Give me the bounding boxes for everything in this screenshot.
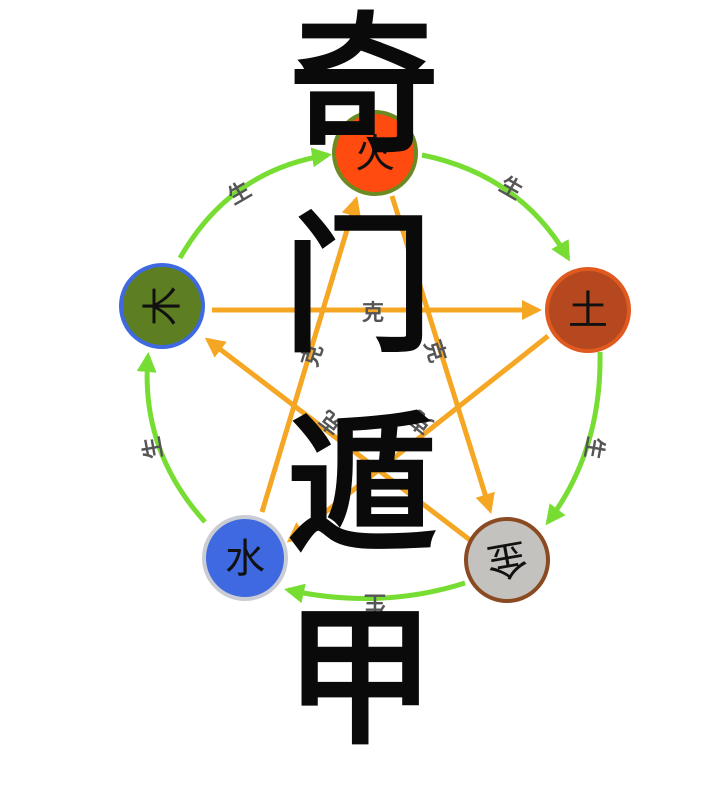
title-char-2: 门 <box>283 198 433 374</box>
title-char-3: 遁 <box>287 398 437 574</box>
generate-arrow-wood-fire <box>177 147 332 260</box>
generate-arrow-fire-earth <box>421 152 571 262</box>
water-seal-icon: 水 <box>202 515 288 601</box>
wood-seal-icon: 木 <box>119 263 205 349</box>
metal-seal-icon: 金 <box>464 517 550 603</box>
fire-glyph: 火 <box>355 131 395 177</box>
generate-arrow-metal-water <box>284 580 466 604</box>
earth-seal-icon: 土 <box>545 267 631 353</box>
overcome-label-wood-earth: 克 <box>362 300 384 326</box>
overcome-arrow-metal-wood <box>204 337 472 542</box>
wood-glyph: 木 <box>140 286 186 326</box>
element-nodes: 火 土 金 水 木 <box>119 110 631 603</box>
generate-arrow-earth-metal <box>545 351 603 526</box>
water-glyph: 水 <box>225 536 265 582</box>
overcome-arrow-earth-water <box>286 334 550 543</box>
metal-glyph: 金 <box>483 533 530 585</box>
overcome-arrow-fire-metal <box>389 195 495 514</box>
generate-label-metal-water: 生 <box>364 590 386 615</box>
fire-seal-icon: 火 <box>332 110 418 196</box>
generate-arrow-water-wood <box>136 352 207 524</box>
generate-label-earth-metal: 生 <box>579 435 607 461</box>
calligraphy-title: 奇 门 遁 甲 <box>283 0 439 766</box>
title-char-1: 奇 <box>289 0 439 174</box>
overcome-arrow-water-fire <box>259 196 361 513</box>
earth-glyph: 土 <box>568 288 608 334</box>
generate-label-water-wood: 生 <box>139 435 167 461</box>
title-char-4: 甲 <box>285 590 435 766</box>
